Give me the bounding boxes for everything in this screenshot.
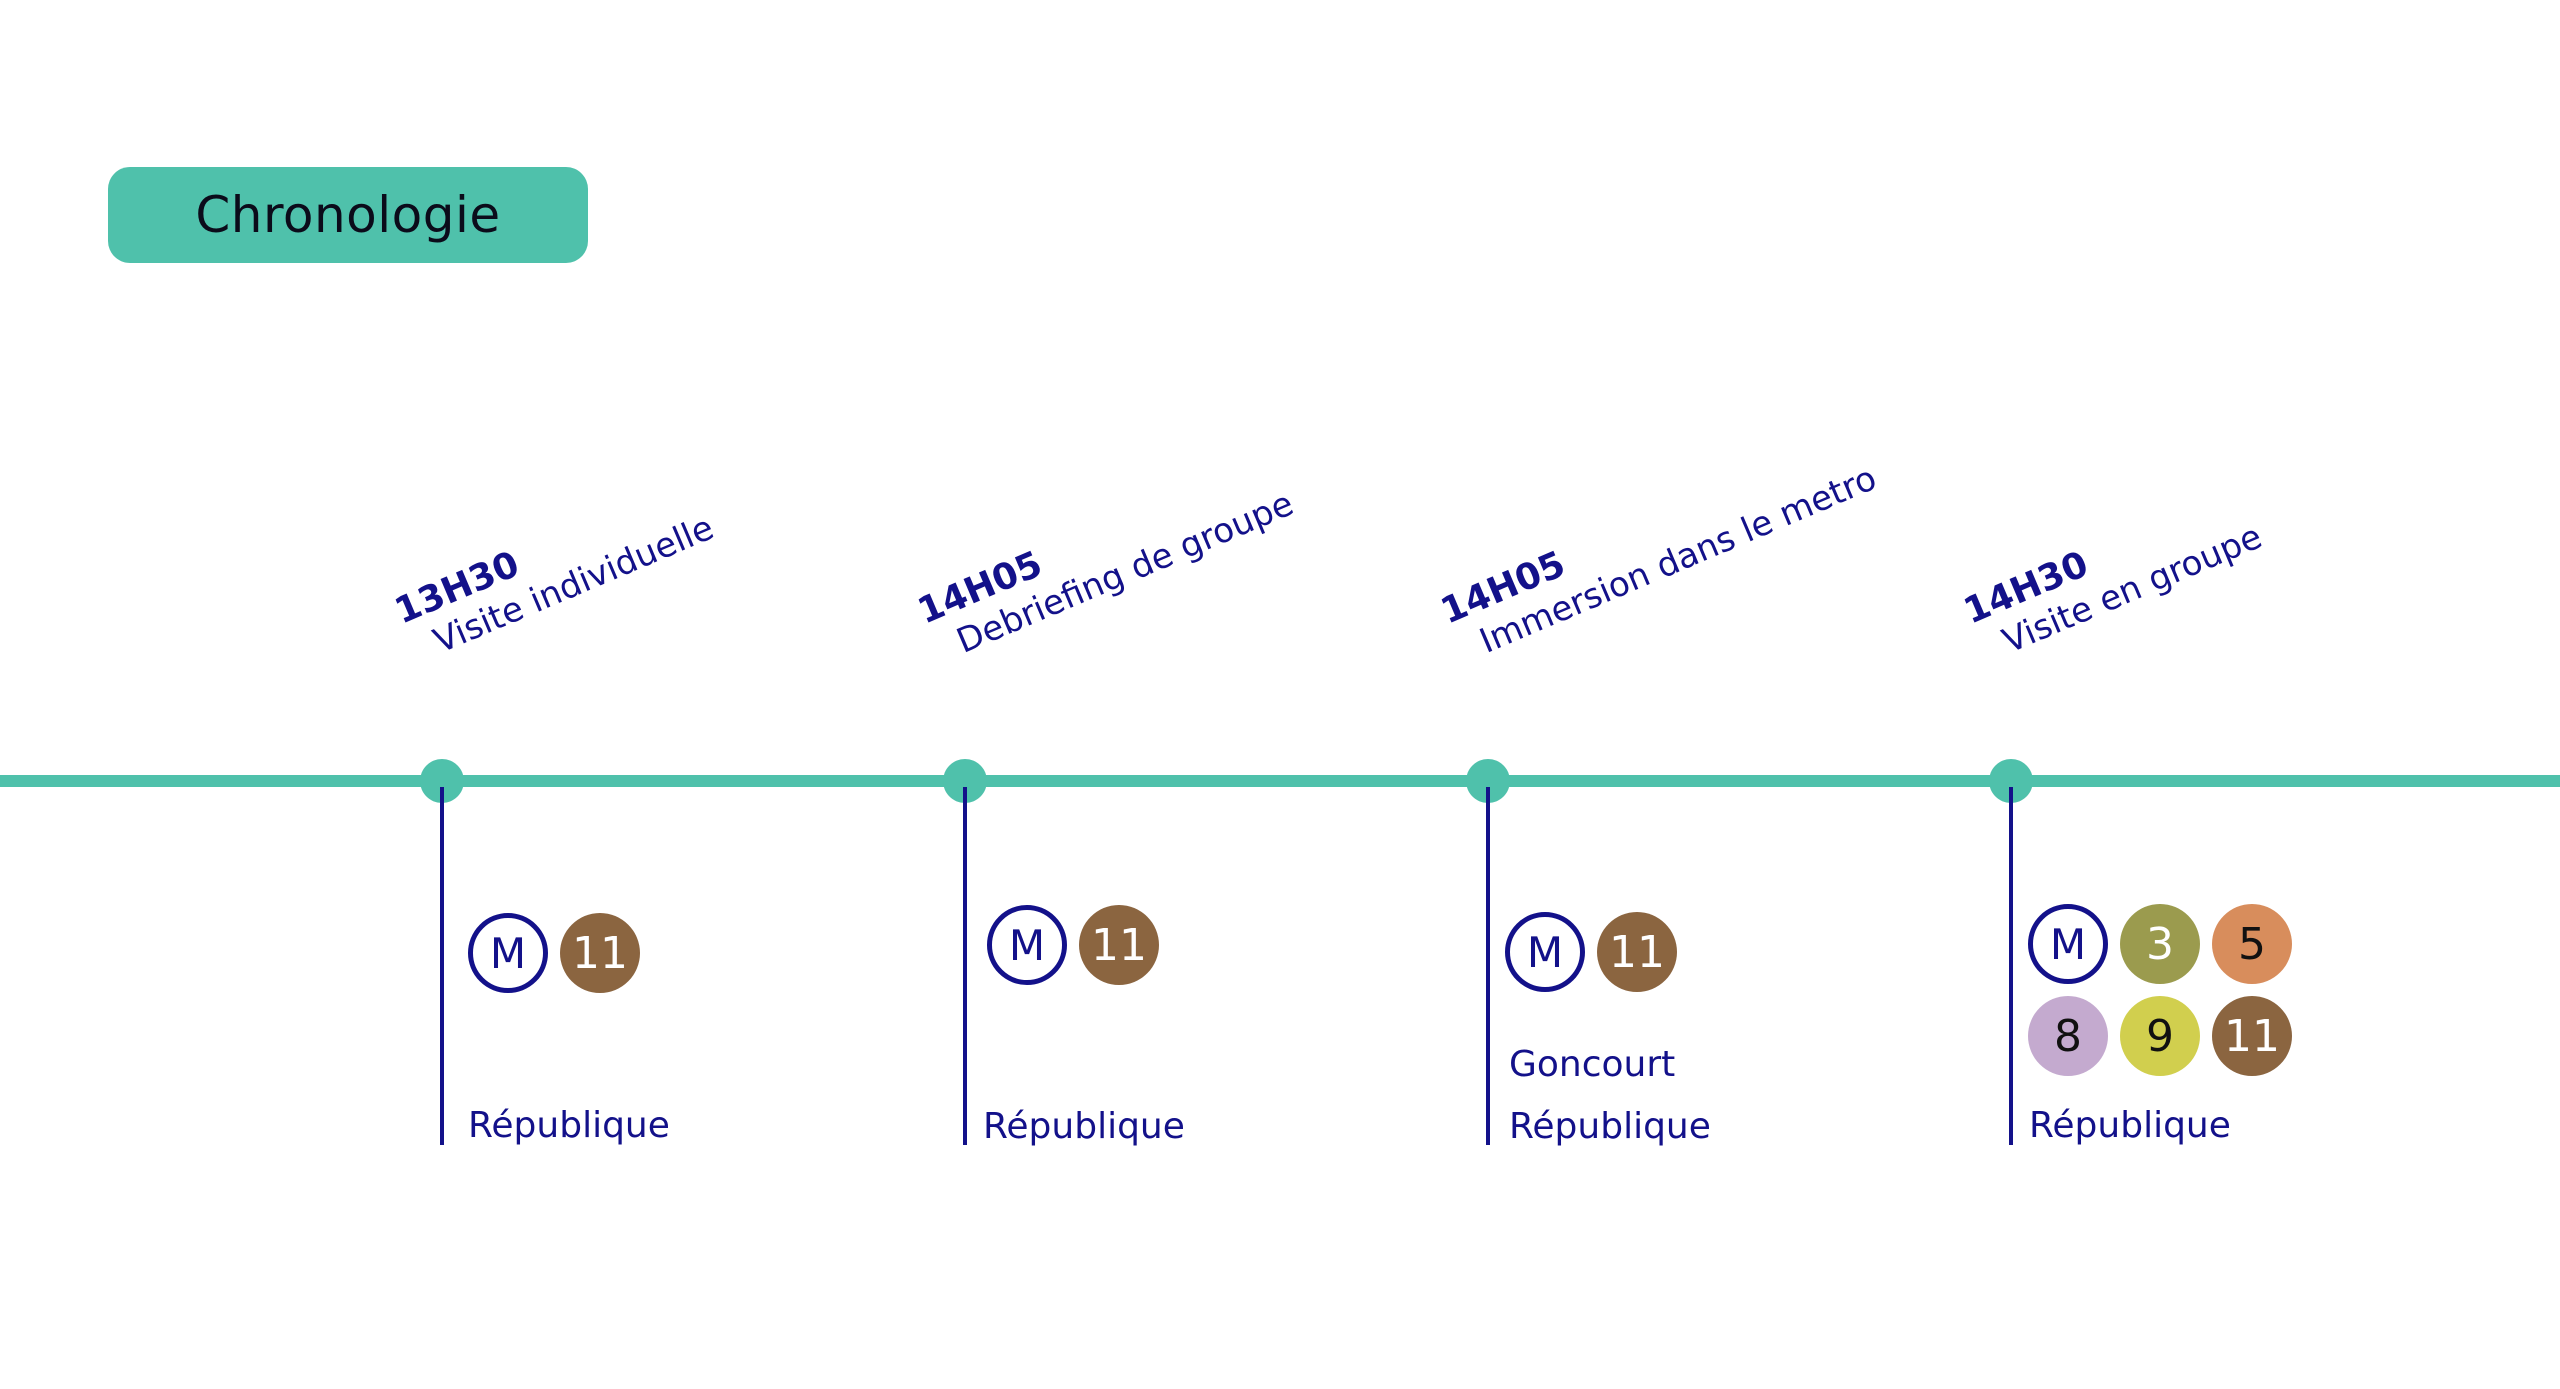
timeline-stem: [440, 787, 444, 1145]
metro-line-badge: 11: [2212, 996, 2292, 1076]
metro-icon: M: [1505, 912, 1585, 992]
metro-line-badge: 3: [2120, 904, 2200, 984]
timeline-line: [0, 775, 2560, 787]
event-title: Immersion dans le metro: [1474, 458, 1883, 662]
timeline-event: 14H05 Immersion dans le metro M 11 Gonco…: [1435, 0, 1882, 1147]
timeline-stem: [963, 787, 967, 1145]
event-title: Debriefing de groupe: [951, 483, 1300, 662]
station-name: République: [1509, 1106, 1711, 1147]
event-time: 14H05: [1435, 543, 1572, 633]
metro-line-badge: 11: [560, 913, 640, 993]
event-time: 14H05: [912, 543, 1049, 633]
metro-line-badge: 11: [1597, 912, 1677, 992]
event-title: Visite en groupe: [1997, 516, 2268, 662]
timeline-event: 13H30 Visite individuelle M 11 Républiqu…: [389, 0, 719, 1146]
event-title: Visite individuelle: [428, 507, 720, 662]
timeline-stem: [2009, 787, 2013, 1145]
event-label: 14H05 Debriefing de groupe: [912, 391, 1423, 672]
metro-line-badge: 11: [1079, 905, 1159, 985]
event-time: 13H30: [389, 543, 526, 633]
chronologie-title-badge: Chronologie: [108, 167, 588, 263]
event-time: 14H30: [1958, 543, 2095, 633]
timeline-stem: [1486, 787, 1490, 1145]
timeline-event: 14H05 Debriefing de groupe M 11 Républiq…: [912, 0, 1299, 1147]
metro-badges: M 11: [1505, 912, 1769, 992]
metro-badges: M 11: [987, 905, 1251, 985]
metro-line-badge: 8: [2028, 996, 2108, 1076]
station-name: République: [983, 1106, 1185, 1147]
metro-line-badge: 5: [2212, 904, 2292, 984]
event-label: 14H30 Visite en groupe: [1958, 391, 2469, 672]
timeline-event: 14H30 Visite en groupe M 3 5 8 9 11 Répu…: [1958, 0, 2292, 1146]
metro-icon: M: [468, 913, 548, 993]
metro-badges: M 11: [468, 913, 732, 993]
event-label: 13H30 Visite individuelle: [389, 391, 900, 672]
metro-badges: M 3 5 8 9 11: [2028, 904, 2292, 1076]
metro-line-badge: 9: [2120, 996, 2200, 1076]
station-name: République: [468, 1105, 670, 1146]
page-title: Chronologie: [195, 186, 501, 244]
station-name: Goncourt: [1509, 1044, 1676, 1085]
station-name: République: [2029, 1105, 2231, 1146]
metro-icon: M: [987, 905, 1067, 985]
metro-icon: M: [2028, 904, 2108, 984]
event-label: 14H05 Immersion dans le metro: [1435, 391, 1946, 672]
